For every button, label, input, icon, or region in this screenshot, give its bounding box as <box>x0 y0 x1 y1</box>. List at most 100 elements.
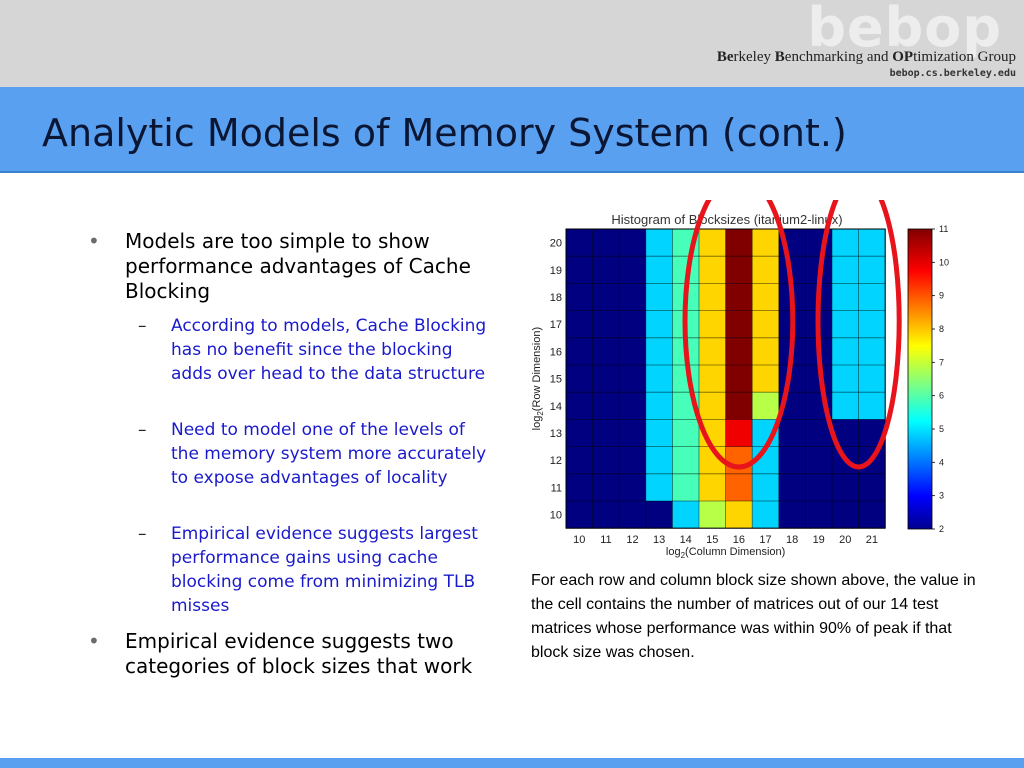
heatmap-cell <box>566 419 593 447</box>
heatmap-cell <box>752 337 780 366</box>
plot-frame <box>565 228 886 529</box>
heatmap-cell <box>592 473 620 502</box>
heatmap-cell <box>619 310 647 339</box>
heatmap-cell <box>645 501 673 529</box>
heatmap-cell <box>619 229 647 257</box>
y-tick-label: 11 <box>551 482 562 494</box>
heatmap-cell <box>699 365 726 393</box>
heatmap-cell <box>566 501 593 529</box>
heatmap-cell <box>832 473 859 502</box>
heatmap-cell <box>566 256 593 284</box>
heatmap-cell <box>805 473 833 502</box>
heatmap-cell <box>699 310 726 339</box>
org-name-part: timization Group <box>913 49 1016 65</box>
heatmap-cell <box>725 473 753 502</box>
heatmap-cell <box>832 365 859 393</box>
y-tick-label: 12 <box>550 455 562 467</box>
heatmap-cell <box>725 283 753 311</box>
heatmap-cell <box>619 392 647 420</box>
colorbar-tick-label: 9 <box>939 291 944 301</box>
heatmap-cell <box>645 283 673 311</box>
heatmap-cell <box>566 337 593 366</box>
heatmap-cell <box>832 392 859 420</box>
sub-bullet-dash: – <box>138 524 147 544</box>
heatmap-cell <box>699 473 726 502</box>
heatmap-cell <box>592 501 620 529</box>
colorbar-tick-label: 11 <box>939 224 948 234</box>
sub-bullet-text: According to models, Cache Blocking has … <box>171 316 487 384</box>
heatmap-cell <box>832 229 859 257</box>
heatmap-cell <box>566 473 593 502</box>
heatmap-cell <box>858 229 886 257</box>
x-tick-label: 14 <box>680 534 692 546</box>
heatmap-cell <box>619 337 647 366</box>
chart-title: Histogram of Blocksizes (itanium2-linux) <box>611 212 842 227</box>
x-axis-title: log2(Column Dimension) <box>666 546 785 560</box>
heatmap-cell <box>592 283 620 311</box>
highlight-ellipse <box>682 200 796 470</box>
heatmap-cell <box>725 365 753 393</box>
heatmap-cell <box>858 501 886 529</box>
bullet-text: Models are too simple to show performanc… <box>125 229 471 303</box>
heatmap-cell <box>672 446 700 475</box>
heatmap-cell <box>699 501 726 529</box>
heatmap-cell <box>619 446 647 475</box>
heatmap-cell <box>592 392 620 420</box>
slide-title: Analytic Models of Memory System (cont.) <box>42 111 847 155</box>
heatmap-cell <box>592 337 620 366</box>
org-name-part: OP <box>892 49 914 65</box>
heatmap-cell <box>566 229 593 257</box>
heatmap-cell <box>832 337 859 366</box>
x-tick-label: 10 <box>573 534 585 546</box>
heatmap-cell <box>672 501 700 529</box>
heatmap-cell <box>699 229 726 257</box>
heatmap-cell <box>858 283 886 311</box>
x-tick-label: 18 <box>786 534 798 546</box>
heatmap-cell <box>752 310 780 339</box>
y-tick-label: 14 <box>550 401 562 413</box>
heatmap-cell <box>752 283 780 311</box>
header-band: bebop Berkeley Benchmarking and OPtimiza… <box>0 0 1024 87</box>
colorbar-tick-label: 2 <box>939 524 944 534</box>
heatmap-cell <box>805 446 833 475</box>
heatmap-grid <box>565 228 886 529</box>
bullet-text: Empirical evidence suggests two categori… <box>125 629 473 678</box>
heatmap-cell <box>805 501 833 529</box>
x-tick-label: 11 <box>600 534 611 546</box>
heatmap-cell <box>645 256 673 284</box>
heatmap-cell <box>699 337 726 366</box>
heatmap-cell <box>778 501 806 529</box>
heatmap-cell <box>858 310 886 339</box>
y-tick-label: 18 <box>550 292 562 304</box>
heatmap-cell <box>645 310 673 339</box>
heatmap-cell <box>699 283 726 311</box>
x-axis-label: log2(Column Dimension) <box>666 546 785 560</box>
heatmap-cell <box>699 392 726 420</box>
heatmap-chart: Histogram of Blocksizes (itanium2-linux)… <box>531 200 949 560</box>
heatmap-cell <box>725 501 753 529</box>
x-tick-label: 17 <box>759 534 771 546</box>
heatmap-cell <box>645 229 673 257</box>
highlight-ellipses <box>682 200 902 470</box>
heatmap-cell <box>619 365 647 393</box>
heatmap-cell <box>566 283 593 311</box>
org-name-part: B <box>774 49 785 65</box>
heatmap-cell <box>832 501 859 529</box>
y-tick-label: 19 <box>550 265 562 277</box>
heatmap-cell <box>752 392 780 420</box>
org-name: Berkeley Benchmarking and OPtimization G… <box>717 49 1016 66</box>
colorbar-tick-label: 4 <box>939 457 944 467</box>
heatmap-cell <box>725 419 753 447</box>
heatmap-cell <box>645 419 673 447</box>
heatmap-cell <box>619 419 647 447</box>
heatmap-cell <box>752 229 780 257</box>
heatmap-cell <box>832 310 859 339</box>
heatmap-cell <box>858 392 886 420</box>
heatmap-cell <box>592 419 620 447</box>
org-url: bebop.cs.berkeley.edu <box>889 68 1016 79</box>
heatmap-cell <box>725 310 753 339</box>
heatmap-cell <box>752 473 780 502</box>
colorbar-tick-label: 7 <box>939 357 944 367</box>
